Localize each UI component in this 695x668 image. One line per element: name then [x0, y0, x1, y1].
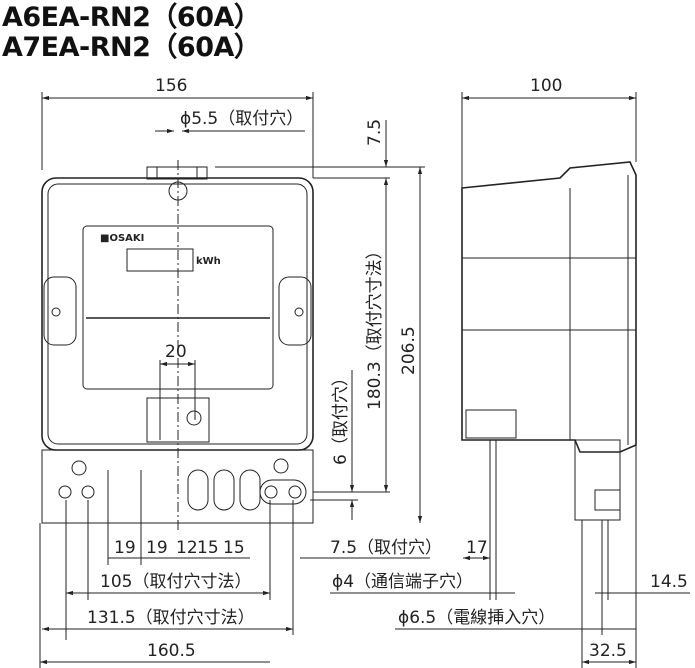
- model-title-2: A7EA-RN2（60A）: [2, 32, 261, 63]
- dim-terminal-center: 20: [165, 342, 187, 362]
- dim-pitch-19a: 19: [114, 538, 136, 558]
- dim-top-offset: 7.5: [365, 119, 385, 146]
- dim-mount-pitch-131-5: 131.5（取付穴寸法）: [87, 608, 255, 628]
- dim-height-total: 206.5: [399, 326, 419, 375]
- dim-width-160-5: 160.5: [147, 641, 196, 661]
- dim-wire-hole: ϕ6.5（電線挿入穴）: [398, 608, 555, 628]
- dim-side-hole: 7.5（取付穴）: [330, 538, 442, 558]
- dim-side-17: 17: [466, 538, 488, 558]
- front-view: ■OSAKI kWh: [41, 160, 314, 530]
- dim-mount-hole-dia: ϕ5.5（取付穴）: [180, 109, 303, 129]
- kwh-label: kWh: [196, 256, 221, 267]
- side-view: [461, 161, 637, 521]
- dim-depth-100: 100: [530, 76, 562, 96]
- brand-logo-text: ■OSAKI: [100, 233, 144, 244]
- dim-bottom-mount-hole: 6（取付穴）: [331, 369, 351, 465]
- dim-pitch-19b: 19: [146, 538, 168, 558]
- dim-pitch-12: 12: [176, 538, 198, 558]
- dim-pitch-15b: 15: [223, 538, 245, 558]
- dim-width-156: 156: [155, 76, 187, 96]
- dim-mount-pitch-vertical: 180.3（取付穴寸法）: [365, 242, 385, 410]
- dim-pitch-15a: 15: [197, 538, 219, 558]
- dim-side-32-5: 32.5: [589, 641, 627, 661]
- dimension-lines: [39, 92, 690, 668]
- dim-mount-pitch-105: 105（取付穴寸法）: [100, 572, 251, 592]
- dim-side-14-5: 14.5: [650, 572, 688, 592]
- dim-comm-hole: ϕ4（通信端子穴）: [332, 572, 473, 592]
- model-title-1: A6EA-RN2（60A）: [2, 2, 261, 33]
